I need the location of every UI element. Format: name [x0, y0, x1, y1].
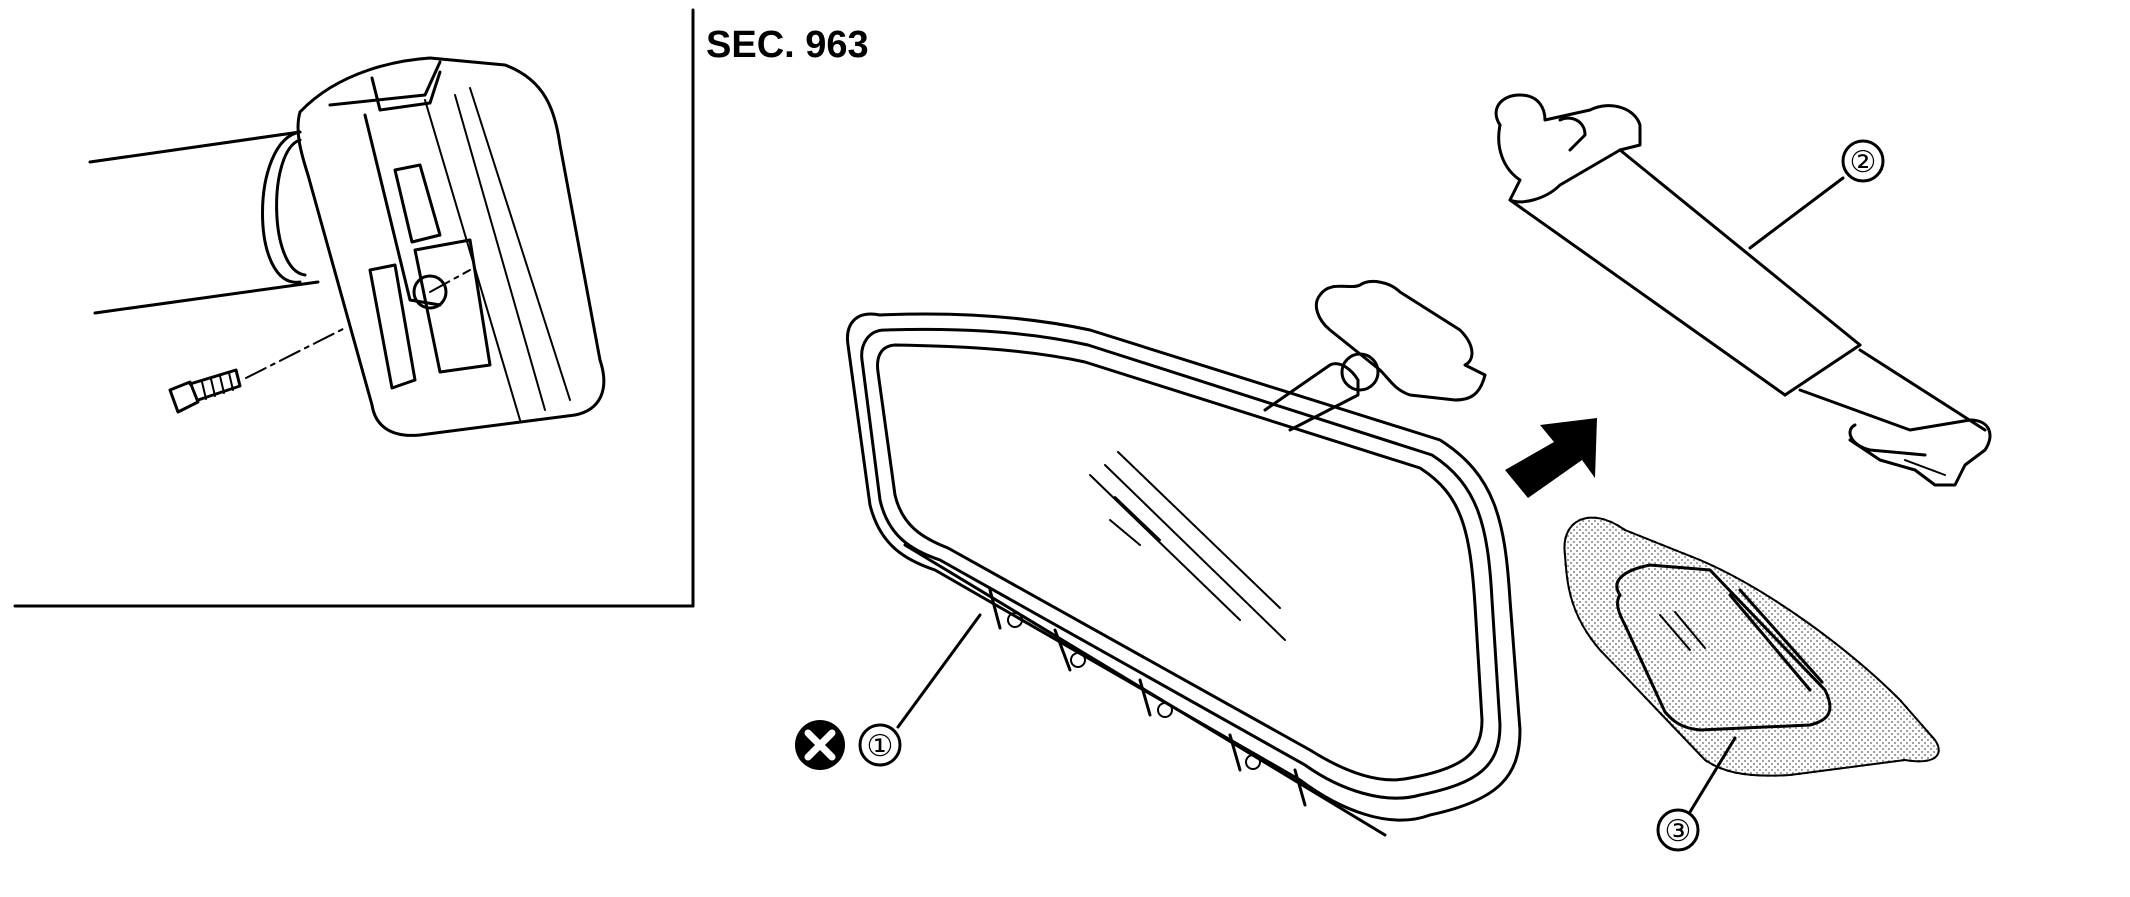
adhesive-area: [1563, 516, 1940, 777]
mirror-stem-detail: [88, 130, 320, 315]
item2-callout: ②: [1850, 146, 1877, 179]
item3-callout: ③: [1665, 815, 1692, 848]
pry-tool: ②: [1494, 93, 1992, 487]
item2-leader: [1748, 176, 1845, 250]
windshield-mount-base: ③: [1563, 516, 1940, 852]
item3-callout-circle: [1656, 808, 1700, 852]
item3-leader: [1688, 736, 1737, 814]
rearview-mirror: ①: [845, 280, 1522, 837]
arrow-icon: [1505, 418, 1597, 498]
section-label: SEC. 963: [706, 24, 869, 66]
screw-detail: [168, 269, 471, 414]
item1-leader: [896, 613, 982, 729]
item2-callout-circle: [1841, 139, 1885, 183]
item1-callout-circle: [858, 723, 902, 767]
item1-callout: ①: [867, 730, 894, 763]
mount-bracket-detail: [296, 56, 606, 437]
circled-x-icon: [795, 720, 845, 770]
inset-detail: [13, 8, 695, 608]
